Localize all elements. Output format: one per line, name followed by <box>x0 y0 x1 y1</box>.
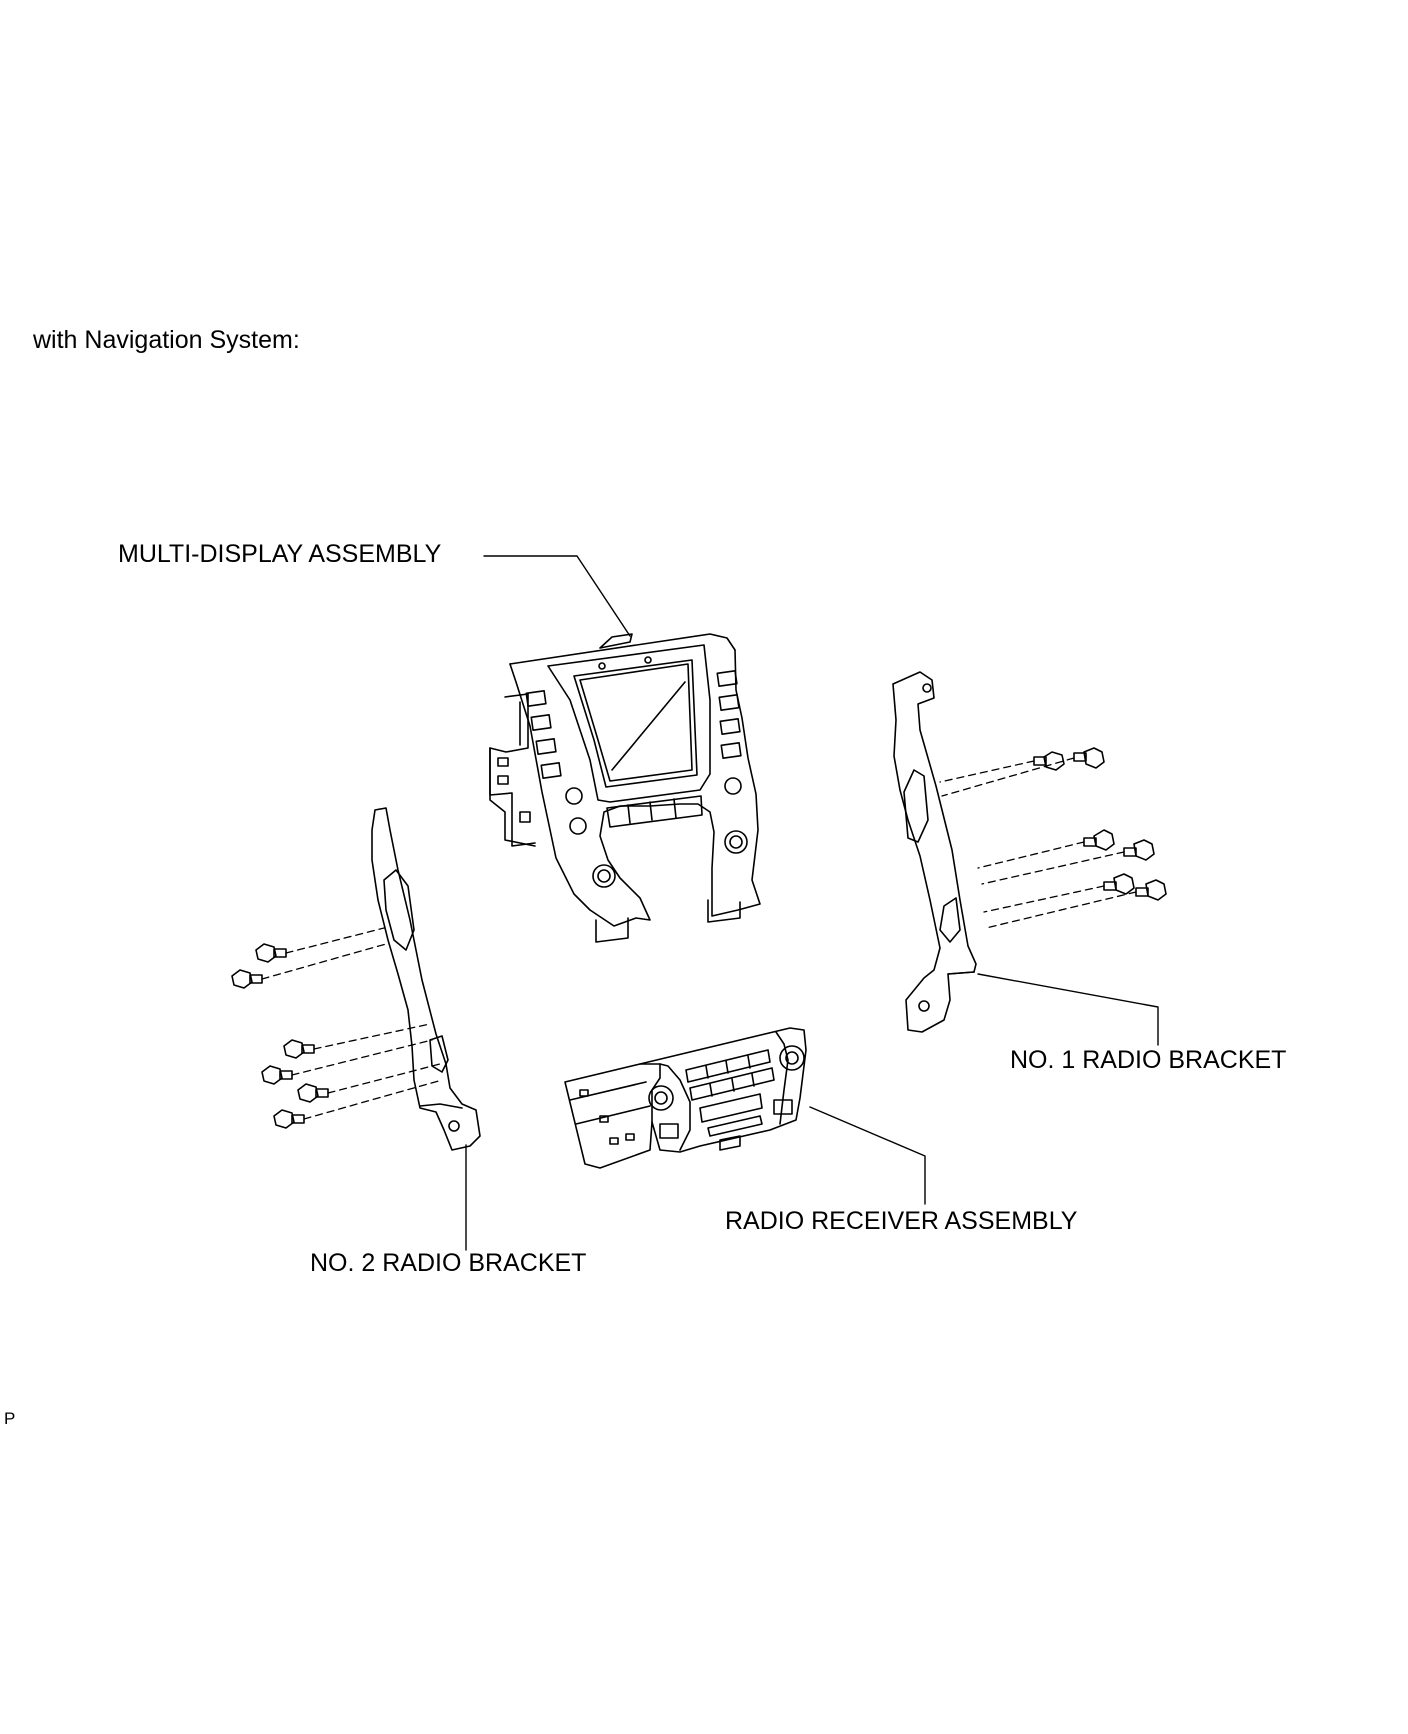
bolt-right-1 <box>1034 752 1064 770</box>
label-no2-radio-bracket: NO. 2 RADIO BRACKET <box>310 1249 587 1277</box>
label-radio-receiver-assembly: RADIO RECEIVER ASSEMBLY <box>725 1207 1078 1235</box>
section-caption: with Navigation System: <box>33 326 300 354</box>
label-no1-radio-bracket: NO. 1 RADIO BRACKET <box>1010 1046 1287 1074</box>
bolt-right-5 <box>1104 874 1134 894</box>
bolt-left-5 <box>298 1084 328 1102</box>
leader-multi-display <box>484 556 630 636</box>
label-multi-display-assembly: MULTI-DISPLAY ASSEMBLY <box>118 540 442 568</box>
leader-lines <box>466 556 1158 1250</box>
radio-receiver-assembly <box>565 1028 806 1168</box>
bolt-right-4 <box>1124 840 1154 860</box>
no1-radio-bracket <box>893 672 1166 1032</box>
illustration-code: P <box>4 1409 16 1428</box>
bolt-left-3 <box>284 1040 314 1058</box>
multi-display-assembly <box>490 634 760 942</box>
bolt-left-1 <box>256 944 286 962</box>
bolt-right-2 <box>1074 748 1104 768</box>
bolt-left-6 <box>274 1110 304 1128</box>
no2-radio-bracket <box>232 808 480 1150</box>
leader-radio-receiver <box>810 1107 925 1204</box>
bolt-right-6 <box>1136 880 1166 900</box>
bolt-left-2 <box>232 970 262 988</box>
bolt-right-3 <box>1084 830 1114 850</box>
leader-no1-bracket <box>978 974 1158 1045</box>
bolt-left-4 <box>262 1066 292 1084</box>
